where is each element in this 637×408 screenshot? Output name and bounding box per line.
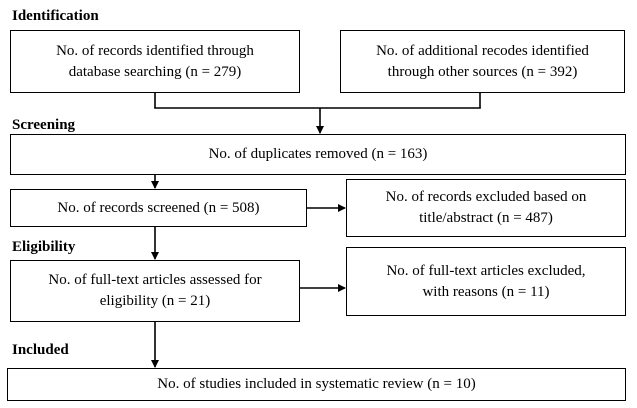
box-studies-included-text: No. of studies included in systematic re… <box>157 376 476 392</box>
stage-label-eligibility: Eligibility <box>12 239 76 255</box>
box-records-excluded-line1: No. of records excluded based on <box>385 189 587 205</box>
box-database-search-line2: database searching (n = 279) <box>68 63 242 80</box>
box-records-excluded: No. of records excluded based on title/a… <box>346 179 626 237</box>
box-database-search: No. of records identified through databa… <box>10 30 300 93</box>
box-studies-included: No. of studies included in systematic re… <box>7 368 626 401</box>
box-other-sources: No. of additional recodes identified thr… <box>340 30 625 93</box>
stage-label-identification: Identification <box>12 8 99 24</box>
box-records-screened-text: No. of records screened (n = 508) <box>57 199 260 216</box>
box-fulltext-excluded-line2: with reasons (n = 11) <box>422 283 550 300</box>
box-records-excluded-line2: title/abstract (n = 487) <box>419 210 553 226</box>
box-other-sources-line2: through other sources (n = 392) <box>387 63 578 80</box>
box-duplicates-removed: No. of duplicates removed (n = 163) <box>10 134 626 175</box>
box-fulltext-assessed-line1: No. of full-text articles assessed for <box>48 272 262 288</box>
box-other-sources-line1: No. of additional recodes identified <box>376 42 589 59</box>
box-database-search-line1: No. of records identified through <box>56 42 254 59</box>
box-fulltext-assessed-line2: eligibility (n = 21) <box>99 293 211 309</box>
box-fulltext-excluded: No. of full-text articles excluded, with… <box>346 247 626 316</box>
box-records-screened: No. of records screened (n = 508) <box>10 189 307 227</box>
box-fulltext-assessed: No. of full-text articles assessed for e… <box>10 260 300 322</box>
box-fulltext-excluded-line1: No. of full-text articles excluded, <box>386 262 586 279</box>
stage-label-included: Included <box>12 342 69 358</box>
stage-label-screening: Screening <box>12 117 76 133</box>
box-duplicates-removed-text: No. of duplicates removed (n = 163) <box>208 146 428 162</box>
